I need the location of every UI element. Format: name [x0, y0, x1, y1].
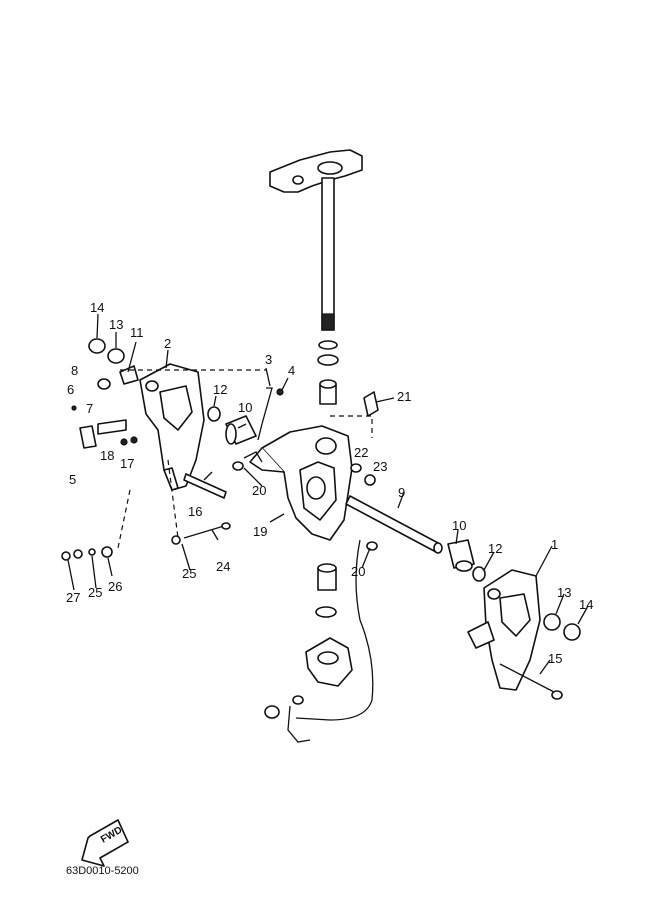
callout-10b: 10	[452, 518, 466, 533]
callout-10a: 10	[238, 400, 252, 415]
ground-wire	[264, 539, 374, 743]
steering-arm	[269, 149, 363, 193]
callout-16: 16	[188, 504, 202, 519]
callout-12a: 12	[213, 382, 227, 397]
part-21-plate	[363, 391, 379, 417]
nut-left	[88, 338, 139, 385]
callout-15: 15	[548, 651, 562, 666]
callout-2: 2	[164, 336, 171, 351]
callout-19: 19	[253, 524, 267, 539]
shaft-washers-lower	[315, 563, 337, 618]
callout-21: 21	[397, 389, 411, 404]
callout-17: 17	[120, 456, 134, 471]
callout-20a: 20	[252, 483, 266, 498]
callout-23: 23	[373, 459, 387, 474]
shaft-washers-upper	[317, 340, 339, 405]
parts-25-27	[61, 546, 113, 561]
parts-22-23	[350, 463, 376, 486]
through-tube	[345, 495, 443, 554]
callouts: 1 2 3 4 5 6 7 8 9 10 10 11 12 12 13 13 1…	[66, 300, 593, 666]
diagram-code: 63D0010-5200	[66, 865, 139, 877]
lower-mount	[305, 637, 353, 687]
callout-11: 11	[130, 325, 144, 340]
callout-27: 27	[66, 590, 80, 605]
grease-fitting-parts	[257, 387, 284, 441]
rod-16	[183, 473, 227, 499]
callout-14b: 14	[579, 597, 593, 612]
callout-20b: 20	[351, 564, 365, 579]
bolt-24	[171, 522, 231, 545]
small-parts-left	[71, 378, 138, 449]
callout-7: 7	[86, 401, 93, 416]
washer-12-right	[472, 566, 486, 582]
callout-26: 26	[108, 579, 122, 594]
swivel-bracket	[249, 425, 353, 541]
washer-12-left	[207, 406, 221, 422]
callout-22: 22	[354, 445, 368, 460]
callout-3: 3	[265, 352, 272, 367]
bushing-left	[225, 415, 257, 445]
callout-6: 6	[67, 382, 74, 397]
callout-8: 8	[71, 363, 78, 378]
callout-25b: 25	[88, 585, 102, 600]
bushing-right	[447, 539, 475, 572]
callout-25a: 25	[182, 566, 196, 581]
clamp-bracket-left	[139, 363, 205, 491]
bolt-15	[499, 663, 563, 700]
callout-13b: 13	[557, 585, 571, 600]
steering-shaft	[321, 177, 335, 331]
callout-9: 9	[398, 485, 405, 500]
fwd-arrow-icon	[81, 819, 129, 867]
callout-24: 24	[216, 559, 230, 574]
clamp-bracket-right	[467, 569, 541, 691]
callout-18: 18	[100, 448, 114, 463]
callout-13a: 13	[109, 317, 123, 332]
leader-lines	[67, 313, 589, 675]
callout-14a: 14	[90, 300, 104, 315]
callout-1: 1	[551, 537, 558, 552]
callout-4: 4	[288, 363, 295, 378]
nut-right	[543, 613, 581, 641]
callout-5: 5	[69, 472, 76, 487]
callout-12b: 12	[488, 541, 502, 556]
